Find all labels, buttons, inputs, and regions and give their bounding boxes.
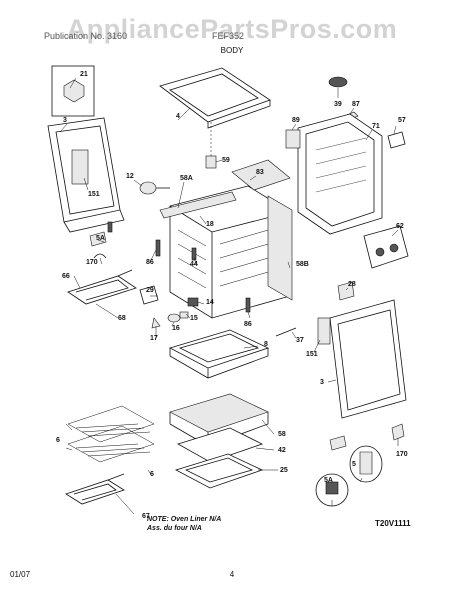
bake-element-66 [67,275,137,305]
part-label-25: 25 [280,467,288,474]
model-label: FEF352 [212,31,245,41]
part-label-39: 39 [334,101,342,108]
part-86-a [155,239,161,257]
part-label-58B: 58B [296,261,309,268]
footer-date: 01/07 [10,570,31,579]
part-label-6: 6 [56,437,60,444]
part-label-83: 83 [256,169,264,176]
part-label-5A: 5A [324,477,333,484]
part-label-3: 3 [320,379,324,386]
part-59 [205,155,217,169]
part-label-18: 18 [206,221,214,228]
note-line-1: NOTE: Oven Liner N/A [147,516,222,523]
part-label-37: 37 [296,337,304,344]
part-label-12: 12 [126,173,134,180]
footer-page: 4 [229,570,235,579]
part-label-4: 4 [176,113,180,120]
note-text: NOTE: Oven Liner N/A Ass. du four N/A [147,515,221,533]
part-5-callout [349,445,383,483]
part-label-68: 68 [118,315,126,322]
part-label-15: 15 [190,315,198,322]
door-frame-right [329,299,407,419]
back-panel [297,113,383,235]
part-label-21: 21 [80,71,88,78]
part-label-62: 62 [396,223,404,230]
part-37 [275,327,297,337]
part-label-44: 44 [190,261,198,268]
part-170-right [329,435,347,451]
part-86-b [245,297,251,313]
part-15 [179,311,189,319]
part-label-71: 71 [372,123,380,130]
insulation-58A [159,191,237,219]
part-44 [191,247,197,261]
part-label-66: 66 [62,273,70,280]
part-28 [337,281,355,301]
part-89 [285,129,301,149]
part-label-16: 16 [172,325,180,332]
insulation-58B [267,195,293,301]
part-label-8: 8 [264,341,268,348]
part-83 [231,159,291,191]
part-label-5: 5 [352,461,356,468]
part-label-29: 29 [146,287,154,294]
note-line-2: Ass. du four N/A [147,525,202,532]
part-label-42: 42 [278,447,286,454]
part-label-59: 59 [222,157,230,164]
publication-label: Publication No. 3160 [44,31,128,41]
part-21-knob [63,79,85,103]
part-label-58: 58 [278,431,286,438]
part-39 [328,76,348,88]
part-label-86: 86 [146,259,154,266]
part-label-151: 151 [306,351,318,358]
part-42 [176,427,264,463]
part-label-170: 170 [396,451,408,458]
part-label-57: 57 [398,117,406,124]
part-170-far [391,423,405,441]
insulation-58-block [169,393,269,433]
part-label-86: 86 [244,321,252,328]
door-handle-151 [71,149,89,185]
part-16 [167,313,181,323]
part-170-left [93,253,107,259]
part-label-170: 170 [86,259,98,266]
part-label-6: 6 [150,471,154,478]
part-14 [187,297,199,307]
part-label-89: 89 [292,117,300,124]
figure-code: T20V1111 [375,519,411,528]
part-label-3: 3 [63,117,67,124]
watermark: AppliancePartsPros.com [66,14,398,44]
part-label-67: 67 [142,513,150,520]
part-label-151: 151 [88,191,100,198]
part-21-inset [51,65,95,117]
part-label-28: 28 [348,281,356,288]
part-62-switch [363,225,409,269]
part-12 [139,181,157,195]
part-label-5A: 5A [96,235,105,242]
part-label-14: 14 [206,299,214,306]
oven-racks [67,405,155,463]
part-label-17: 17 [150,335,158,342]
part-57 [387,131,406,149]
part-5A-left [89,231,107,247]
part-label-58A: 58A [180,175,193,182]
part-label-87: 87 [352,101,360,108]
section-title: BODY [220,46,244,55]
door-handle-151-right [317,317,331,345]
broil-element-67 [65,479,125,505]
part-29 [139,285,159,305]
